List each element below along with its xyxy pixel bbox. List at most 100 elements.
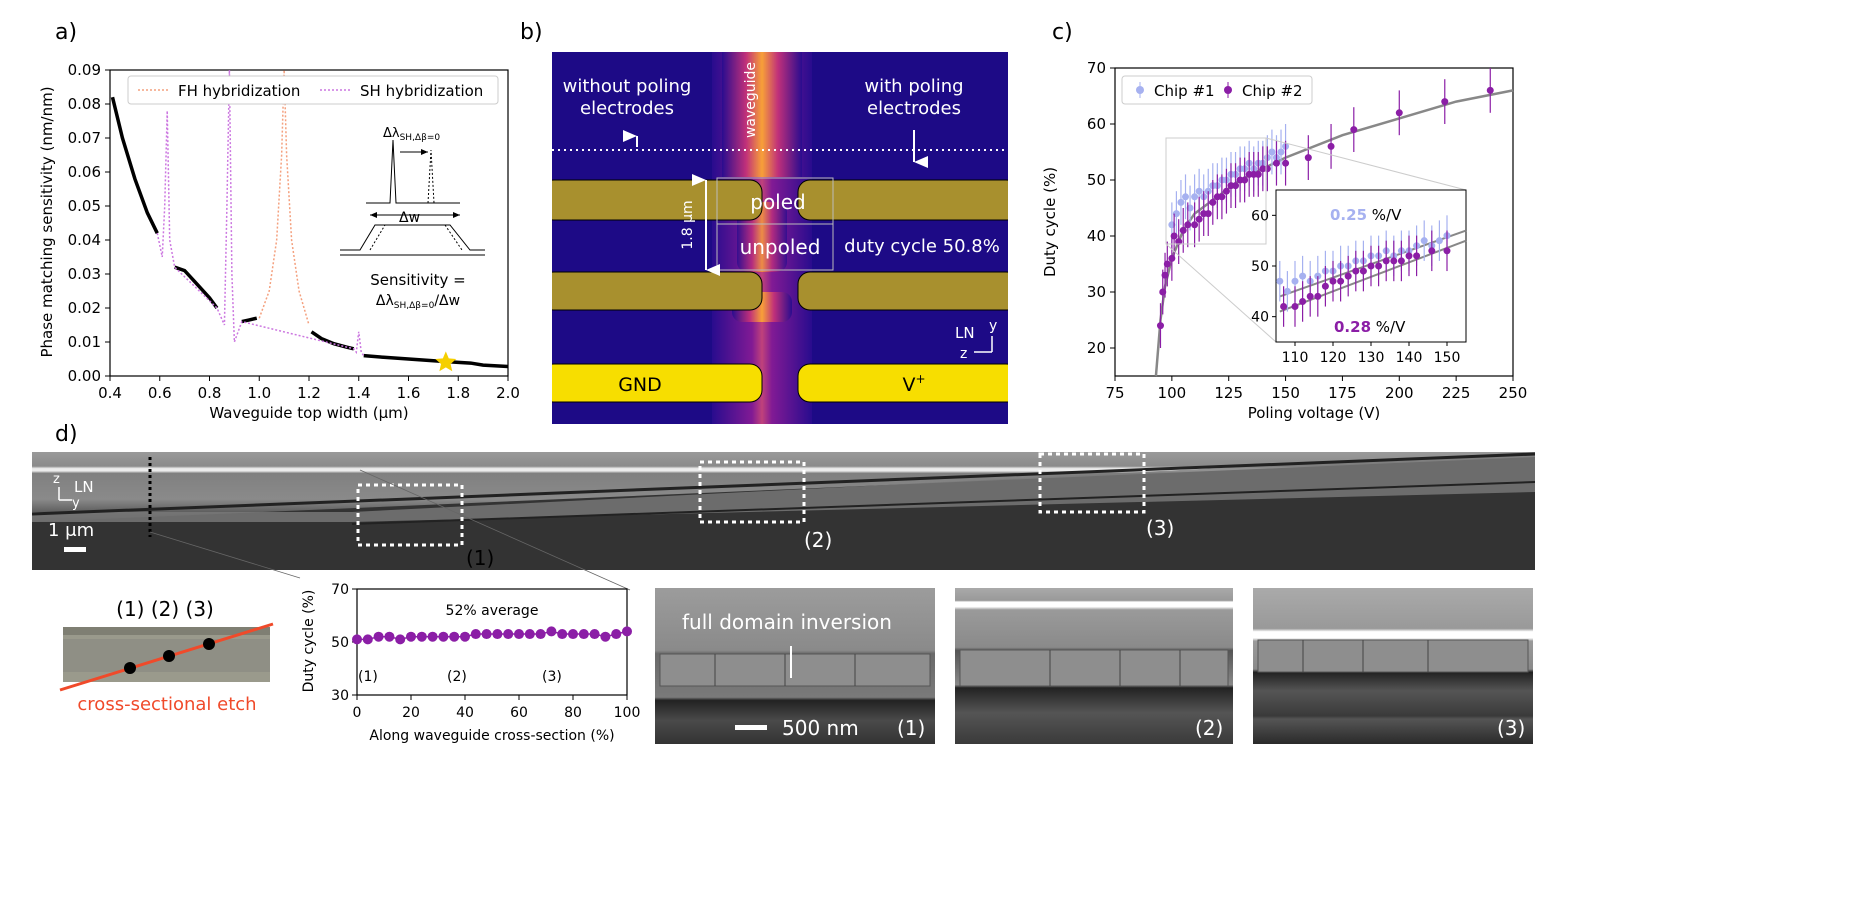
x-tick-label: 60 (510, 705, 528, 721)
svg-text:52% average: 52% average (446, 603, 539, 619)
duty-along-point (352, 634, 362, 645)
duty-along-point (384, 631, 395, 642)
sem-axis-ln: LN (74, 478, 94, 496)
data-point (1182, 193, 1190, 201)
y-tick-label: 0.09 (68, 61, 101, 79)
x-tick-label: 1.8 (446, 384, 470, 402)
sem-zoom-1: full domain inversion 500 nm (1) (655, 588, 935, 744)
duty-along-point (492, 629, 503, 640)
svg-text:GND: GND (618, 374, 662, 396)
data-point (1486, 86, 1494, 94)
svg-text:ΔλSH,Δβ=0/Δw: ΔλSH,Δβ=0/Δw (376, 293, 460, 311)
duty-along-point (535, 629, 546, 640)
data-point (1263, 165, 1271, 173)
svg-text:1.8 μm: 1.8 μm (680, 200, 696, 249)
svg-text:without poling: without poling (563, 76, 692, 97)
sem-zoom-3-label: (3) (1497, 716, 1526, 740)
duty-along-point (438, 631, 449, 642)
inset-data-point (1344, 272, 1352, 280)
duty-along-point (416, 631, 427, 642)
svg-text:with poling: with poling (864, 76, 963, 97)
svg-text:y: y (989, 318, 997, 334)
inset-data-point (1299, 297, 1307, 305)
svg-text:Sensitivity =: Sensitivity = (370, 271, 465, 289)
lower-right-electrode (797, 271, 1008, 311)
y-tick-label: 50 (331, 635, 349, 651)
inset-data-point (1367, 262, 1375, 270)
upper-right-electrode (797, 179, 1008, 221)
data-point (1268, 148, 1276, 156)
data-point (1163, 260, 1171, 268)
sensitivity-x-label: Waveguide top width (μm) (209, 404, 408, 422)
data-point (1254, 170, 1262, 178)
panel-label-c: c) (1052, 20, 1073, 45)
x-tick-label: 150 (1271, 384, 1300, 402)
inset-y-tick-label: 60 (1251, 208, 1269, 224)
data-point (1209, 198, 1217, 206)
sensitivity-series-0 (110, 96, 159, 234)
data-point (1195, 187, 1203, 195)
inset-data-point (1405, 252, 1413, 260)
duty-along-point (406, 631, 416, 642)
duty-along-point (395, 634, 406, 645)
inset-data-point (1291, 277, 1299, 285)
y-tick-label: 70 (331, 582, 349, 598)
data-point (1232, 182, 1240, 190)
inset-data-point (1435, 237, 1443, 245)
panel-label-a: a) (55, 20, 78, 45)
svg-text:LN: LN (955, 324, 975, 342)
duty-along-point (524, 629, 535, 640)
inset-x-tick-label: 140 (1396, 350, 1423, 366)
data-point (1304, 154, 1312, 162)
inset-data-point (1428, 247, 1436, 255)
x-tick-label: 0 (353, 705, 362, 721)
duty-along-point (514, 629, 524, 640)
sem-zoom-1-label: (1) (897, 716, 926, 740)
sensitivity-series-4 (363, 353, 509, 369)
svg-text:ΔλSH,Δβ=0: ΔλSH,Δβ=0 (383, 126, 440, 143)
inset-data-point (1314, 292, 1322, 300)
inset-slope-1: 0.25 %/V (1330, 206, 1402, 224)
sensitivity-series-1 (174, 265, 219, 310)
sem-marker-2: (2) (804, 528, 833, 552)
sensitivity-series-6 (156, 69, 365, 357)
inset-x-tick-label: 130 (1358, 350, 1385, 366)
svg-text:(1) (2) (3): (1) (2) (3) (116, 597, 214, 621)
inset-slope-2: 0.28 %/V (1334, 318, 1406, 336)
duty-along-point (427, 631, 438, 642)
duty-along-point (470, 629, 481, 640)
data-point (1184, 221, 1192, 229)
inset-y-tick-label: 50 (1251, 259, 1269, 275)
duty-along-point (578, 629, 589, 640)
svg-text:waveguide: waveguide (743, 62, 759, 138)
svg-text:(2): (2) (447, 669, 467, 685)
svg-text:Along waveguide cross-section: Along waveguide cross-section (%) (369, 728, 614, 744)
data-point (1277, 148, 1285, 156)
duty-along-point (460, 631, 470, 642)
data-point (1282, 159, 1290, 167)
sensitivity-inset: ΔλSH,Δβ=0 Δw Sensitivity = ΔλSH,Δβ=0/Δw (340, 126, 485, 311)
inset-x-tick-label: 150 (1434, 350, 1461, 366)
sem-marker-3: (3) (1146, 516, 1175, 540)
sensitivity-legend (127, 75, 499, 105)
data-point (1395, 109, 1403, 117)
sem-zoom-3: (3) (1253, 588, 1533, 744)
legend-sh-label: SH hybridization (360, 82, 483, 100)
x-tick-label: 75 (1105, 384, 1124, 402)
sem-axis-y: y (72, 496, 80, 511)
sem-zoom-2-label: (2) (1195, 716, 1224, 740)
svg-text:unpoled: unpoled (740, 235, 821, 259)
svg-text:z: z (960, 346, 967, 362)
inset-x-tick-label: 120 (1320, 350, 1347, 366)
duty-voltage-x-label: Poling voltage (V) (1248, 404, 1381, 422)
duty-along-point (622, 626, 632, 637)
inset-y-tick-label: 40 (1251, 310, 1269, 326)
duty-along-point (589, 629, 600, 640)
legend-chip2-label: Chip #2 (1242, 82, 1303, 100)
y-tick-label: 60 (1087, 115, 1106, 133)
svg-text:(1): (1) (358, 669, 378, 685)
inset-data-point (1291, 303, 1299, 311)
inset-x-tick-label: 110 (1282, 350, 1309, 366)
y-tick-label: 0.00 (68, 367, 101, 385)
panel-label-d: d) (55, 422, 78, 447)
